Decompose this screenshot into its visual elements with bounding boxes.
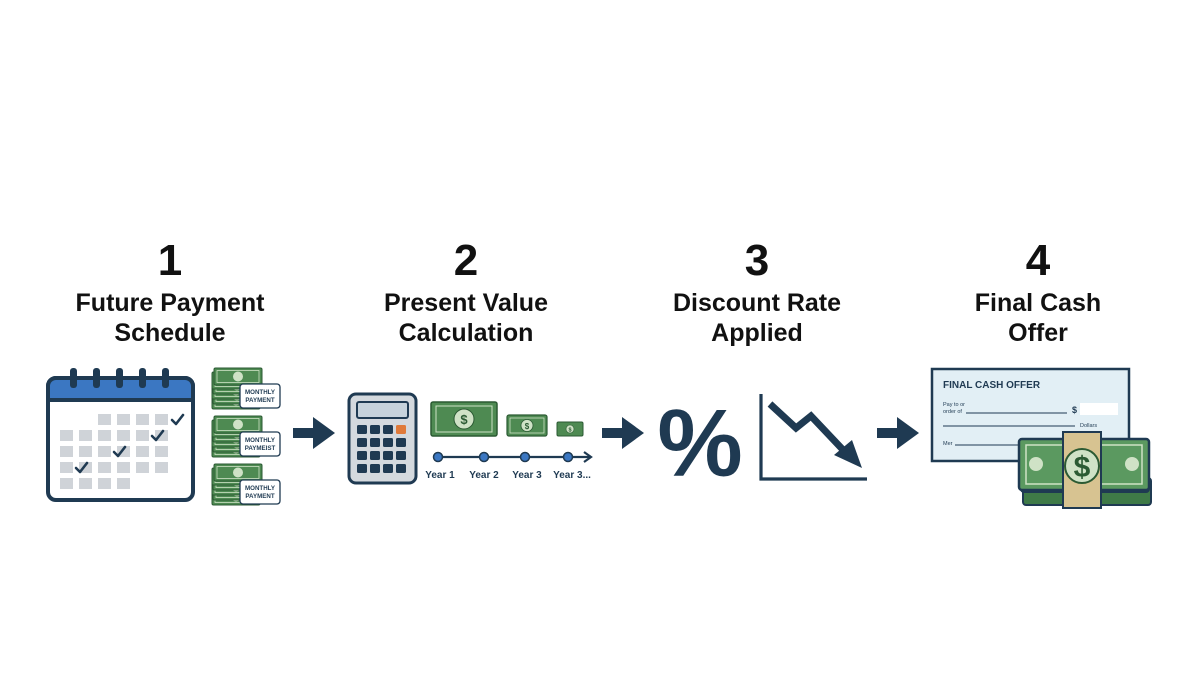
cash-label: PAYMEIST: [245, 445, 276, 452]
currency-symbol: $: [460, 412, 468, 427]
decline-chart-icon: [759, 394, 867, 481]
calendar-day-cell: [79, 446, 92, 457]
calendar-day-cell: [117, 446, 130, 457]
calendar-day-cell: [117, 478, 130, 489]
calendar-day-cell: [79, 478, 92, 489]
cash-label: MONTHLY: [245, 485, 276, 492]
calculator-key: [396, 438, 406, 447]
cash-stack-icon: MONTHLY PAYMENT: [212, 464, 281, 505]
calendar-day-cell: [136, 446, 149, 457]
calculator-key: [370, 438, 380, 447]
currency-symbol: $: [525, 422, 530, 431]
percent-icon: %: [657, 390, 742, 497]
calculator-key: [383, 451, 393, 460]
step-number: 3: [744, 236, 770, 285]
step-title-line: Offer: [1008, 319, 1068, 347]
calendar-day-cell: [60, 462, 73, 473]
step-title: Future Payment Schedule: [20, 288, 320, 348]
calendar-day-cell: [155, 414, 168, 425]
arrow-right-icon: [602, 417, 644, 449]
money-bundle-icon: $: [1017, 431, 1152, 509]
check-dollar-sign: $: [1072, 405, 1077, 415]
timeline-label: Year 2: [469, 470, 499, 481]
cash-stack-icon: MONTHLY PAYMEIST: [212, 416, 281, 457]
calendar-day-cell: [98, 430, 111, 441]
arrow-right-icon: [877, 417, 919, 449]
banknote-icon: $: [556, 421, 584, 437]
arrow-right-icon: [293, 417, 335, 449]
check-title: FINAL CASH OFFER: [943, 380, 1041, 391]
step-title: Final Cash Offer: [888, 288, 1188, 348]
calculator-key: [383, 464, 393, 473]
calendar-day-cell: [155, 462, 168, 473]
calendar-day-cell: [60, 430, 73, 441]
cash-label: PAYMENT: [245, 397, 274, 404]
calendar-day-cell: [117, 462, 130, 473]
step-title-line: Future Payment: [75, 289, 265, 317]
timeline-label: Year 1: [425, 470, 455, 481]
calendar-day-cell: [136, 414, 149, 425]
step-title: Present Value Calculation: [316, 288, 616, 348]
calculator-key: [396, 425, 406, 434]
calculator-key: [357, 438, 367, 447]
step-title-line: Final Cash: [974, 289, 1102, 317]
step-2: 2 Present Value Calculation: [316, 236, 616, 348]
calendar-day-cell: [155, 430, 168, 441]
calculator-key: [396, 464, 406, 473]
calculator-key: [370, 425, 380, 434]
timeline-label: Year 3: [512, 470, 542, 481]
calendar-day-cell: [79, 430, 92, 441]
step-1: 1 Future Payment Schedule: [20, 236, 320, 348]
check-memo-label: Mer: [943, 441, 953, 447]
step-number: 2: [453, 236, 479, 285]
check-pay-label: order of: [943, 409, 962, 415]
currency-symbol: $: [568, 428, 571, 434]
calendar-day-cell: [136, 430, 149, 441]
calendar-day-cell: [98, 414, 111, 425]
currency-symbol: $: [1074, 451, 1091, 484]
calendar-day-cell: [117, 430, 130, 441]
calendar-day-cell: [136, 462, 149, 473]
calculator-key: [396, 451, 406, 460]
step-title-line: Calculation: [398, 319, 534, 347]
calendar-day-cell: [60, 446, 73, 457]
banknote-icon: $: [430, 401, 498, 437]
calculator-key: [357, 451, 367, 460]
step-title-line: Schedule: [114, 319, 226, 347]
step-title: Discount Rate Applied: [607, 288, 907, 348]
step-4: 4 Final Cash Offer: [888, 236, 1188, 348]
calendar-day-cell: [98, 446, 111, 457]
calendar-day-cell: [98, 462, 111, 473]
step-title-line: Applied: [711, 319, 803, 347]
banknote-icon: $: [506, 414, 548, 437]
step-title-line: Discount Rate: [672, 289, 842, 317]
calendar-day-cell: [155, 446, 168, 457]
calculator-icon: [347, 392, 418, 485]
step-3: 3 Discount Rate Applied: [607, 236, 907, 348]
calendar-icon: [46, 368, 195, 502]
check-dollars-label: Dollars: [1080, 423, 1097, 429]
calendar-day-cell: [98, 478, 111, 489]
timeline-label: Year 3...: [553, 470, 591, 481]
calendar-day-cell: [60, 478, 73, 489]
check-pay-label: Pay to or: [943, 402, 965, 408]
step-number: 4: [1025, 236, 1051, 285]
calculator-key: [370, 451, 380, 460]
calculator-key: [357, 464, 367, 473]
calculator-key: [357, 425, 367, 434]
calendar-day-cell: [79, 462, 92, 473]
step-number: 1: [157, 236, 183, 285]
cash-label: PAYMENT: [245, 493, 274, 500]
calculator-key: [370, 464, 380, 473]
cash-label: MONTHLY: [245, 437, 276, 444]
timeline-icon: Year 1 Year 2 Year 3 Year 3...: [425, 451, 593, 481]
calculator-key: [383, 438, 393, 447]
cash-label: MONTHLY: [245, 389, 276, 396]
calculator-key: [383, 425, 393, 434]
calendar-day-cell: [117, 414, 130, 425]
step-title-line: Present Value: [384, 289, 548, 317]
cash-stack-icon: MONTHLY PAYMENT: [212, 368, 281, 409]
